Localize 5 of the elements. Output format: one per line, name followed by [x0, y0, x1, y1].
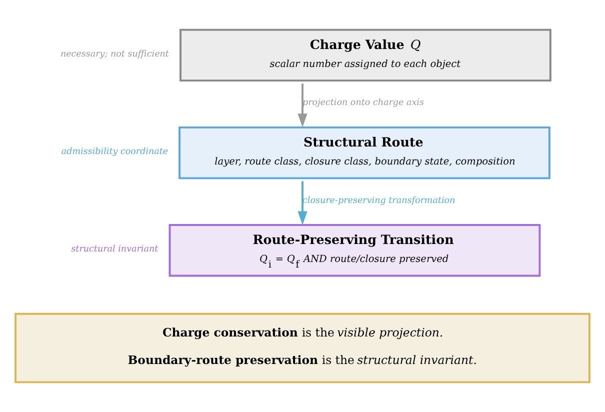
arrow [298, 84, 308, 128]
arrow [298, 181, 308, 225]
node-label: necessary; not sufficient [60, 49, 169, 60]
node-label: admissibility coordinate [61, 146, 168, 157]
node-label: structural invariant [71, 244, 158, 255]
